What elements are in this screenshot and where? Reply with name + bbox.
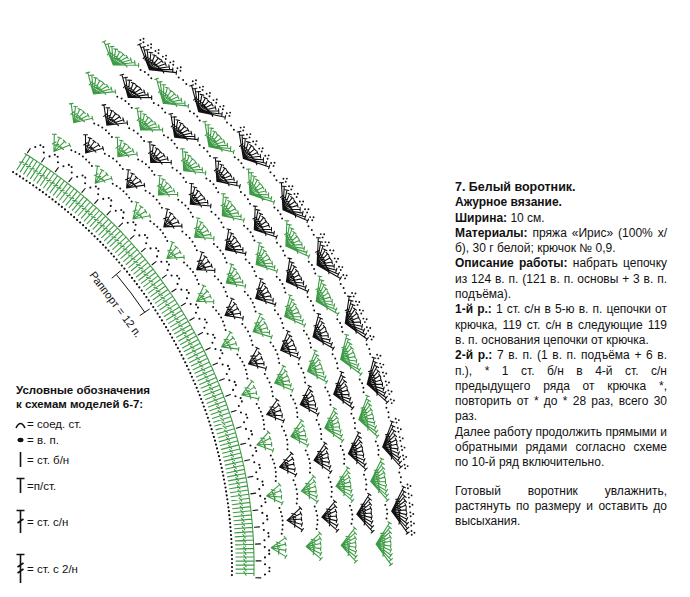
title: 7. Белый воротник. — [455, 180, 576, 194]
symbol-line — [17, 555, 25, 584]
paragraph: Описание работы: набрать цепочку из 124 … — [455, 256, 667, 302]
note-text: Далее работу продолжить прямыми и обратн… — [455, 425, 667, 470]
slip-stitch-arc — [16, 423, 25, 428]
double-crochet-symbol — [15, 509, 26, 534]
repeat-label: Раппорт = 12 п. — [86, 268, 145, 340]
legend-text: =п/ст. — [27, 479, 56, 493]
legend-item: =п/ст. — [15, 477, 56, 494]
paragraph: 2-й р.: 7 в. п. (1 в. п. подъёма + 6 в. … — [455, 348, 667, 424]
legend-item: = в. п. — [15, 433, 59, 447]
single-crochet-symbol — [15, 451, 26, 468]
paragraph: 1-й р.: 1 ст. с/н в 5-ю в. п. цепочки от… — [455, 302, 667, 348]
paragraph: Далее работу продолжить прямыми и обратн… — [455, 425, 667, 471]
legend-text: = в. п. — [27, 433, 59, 447]
symbol-line — [20, 452, 22, 467]
treble-crochet-symbol — [15, 553, 26, 584]
legend-text: = ст. б/н — [27, 453, 69, 467]
symbol-line — [17, 511, 25, 534]
legend-item: = ст. б/н — [15, 451, 69, 468]
legend-text: = ст. с/н — [27, 515, 68, 529]
legend-item: = ст. с 2/н — [15, 553, 78, 584]
paragraph: 7. Белый воротник. — [455, 180, 667, 195]
legend-item: = соед. ст. — [15, 417, 81, 431]
paragraph: Готовый воротник увлажнить, растянуть по… — [455, 484, 667, 530]
chain-dot — [18, 438, 24, 442]
subtitle: Ажурное вязание. — [455, 195, 562, 209]
legend-text: = соед. ст. — [27, 417, 81, 431]
note-text: Готовый воротник увлажнить, растянуть по… — [455, 484, 667, 529]
paragraph: Ажурное вязание. — [455, 195, 667, 210]
legend-text: = ст. с 2/н — [27, 562, 78, 576]
black-stitches — [28, 44, 410, 578]
legend-item: = ст. с/н — [15, 509, 68, 534]
description-text: 7. Белый воротник. Ажурное вязание. Шири… — [455, 180, 667, 530]
slip-stitch-symbol — [15, 420, 26, 429]
chain-dots — [12, 38, 415, 576]
half-double-symbol — [15, 477, 26, 494]
paragraph: Ширина: 10 см. — [455, 211, 667, 226]
field-name: Ширина: — [455, 211, 507, 225]
paragraph: Материалы: пряжа «Ирис» (100% х/б), 30 г… — [455, 226, 667, 257]
row-name: 1-й р.: — [455, 302, 492, 316]
field-value: 10 см. — [510, 211, 544, 225]
symbol-line — [17, 479, 25, 494]
legend-heading: Условные обозначения к схемам моделей 6-… — [16, 383, 156, 411]
row-name: 2-й р.: — [455, 348, 492, 362]
green-stitches — [17, 41, 393, 576]
field-name: Описание работы: — [455, 256, 568, 270]
chain-symbol — [15, 436, 26, 444]
field-name: Материалы: — [455, 226, 528, 240]
